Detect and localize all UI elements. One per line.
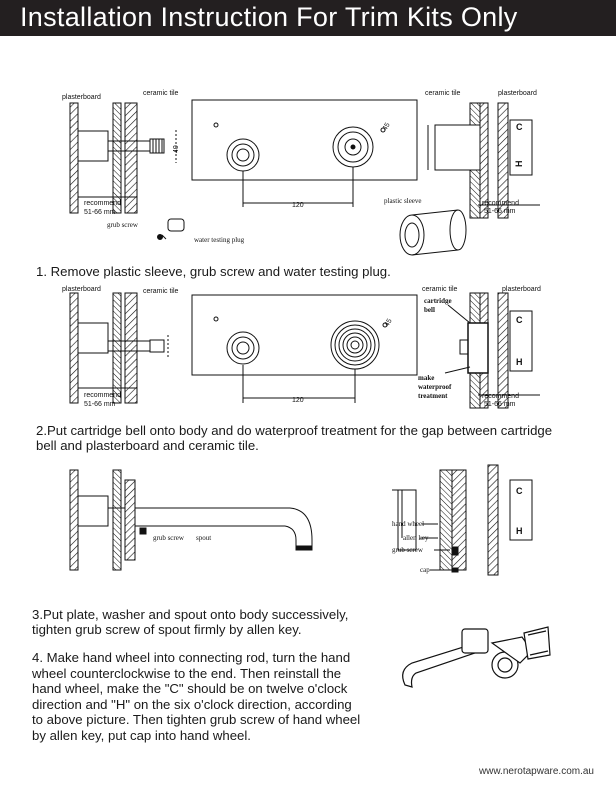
step-4-line: wheel counterclockwise to the end. Then …	[32, 665, 342, 681]
dim-45: 45	[382, 122, 392, 132]
label-c: C	[516, 122, 523, 132]
step-1: 1. Remove plastic sleeve, grub screw and…	[36, 264, 391, 279]
label-recommend-2: recommend	[84, 392, 121, 399]
dim-45-2: 45	[384, 318, 394, 328]
label-ceramic-tile-2: ceramic tile	[143, 288, 179, 295]
label-h: H	[514, 161, 524, 168]
label-c-3: C	[516, 486, 523, 496]
label-waterproof: waterproof	[418, 383, 452, 391]
label-plastic-sleeve: plastic sleeve	[384, 197, 422, 205]
step-4-line: direction and "H" on the six o'clock dir…	[32, 696, 352, 712]
label-range: 51-66 mm	[84, 209, 116, 216]
label-plasterboard: plasterboard	[62, 94, 101, 101]
step-3-line-2: tighten grub screw of spout firmly by al…	[32, 622, 302, 637]
step-4-line: to above picture. Then tighten grub scre…	[32, 712, 361, 727]
label-plasterboard-right-2: plasterboard	[502, 286, 541, 293]
label-make: make	[418, 374, 434, 382]
footer-url[interactable]: www.nerotapware.com.au	[478, 766, 594, 777]
label-ceramic-tile: ceramic tile	[143, 90, 179, 97]
label-water-testing-plug: water testing plug	[194, 236, 245, 244]
label-range-2: 51-66 mm	[84, 401, 116, 408]
figure-2-diagram: plasterboard ceramic tile recommend 51-6…	[62, 286, 541, 409]
label-bell: bell	[424, 306, 435, 314]
step-4-text: 4. Make hand wheel into connecting rod, …	[32, 650, 360, 743]
step-3-line-1: 3.Put plate, washer and spout onto body …	[32, 607, 349, 622]
label-hand-wheel: hand wheel	[392, 520, 424, 528]
label-plasterboard-right: plasterboard	[498, 90, 537, 97]
label-recommend: recommend	[84, 200, 121, 207]
tile-left-b	[124, 102, 138, 214]
label-range-right-2: 51-66 mm	[484, 401, 516, 408]
label-grub-screw-3: grub screw	[153, 534, 185, 542]
dim-120-2: 120	[292, 397, 304, 404]
title-bar: Installation Instruction For Trim Kits O…	[0, 0, 616, 36]
step-2-line-1: 2.Put cartridge bell onto body and do wa…	[36, 423, 553, 438]
step-4-line: 4. Make hand wheel into connecting rod, …	[32, 650, 351, 665]
label-plasterboard-2: plasterboard	[62, 286, 101, 293]
step-4-line: hand wheel, make the "C" should be on tw…	[32, 681, 348, 696]
label-h-3: H	[516, 526, 523, 536]
label-recommend-right: recommend	[482, 200, 519, 207]
label-grub-screw: grub screw	[107, 221, 139, 229]
tile-left-a	[112, 102, 122, 214]
label-cartridge: cartridge	[424, 297, 452, 305]
page-title: Installation Instruction For Trim Kits O…	[20, 2, 518, 32]
step-4-line: by allen key, put cap into hand wheel.	[32, 727, 251, 743]
label-cap: cap	[420, 566, 430, 574]
label-ceramic-tile-right: ceramic tile	[425, 90, 461, 97]
figure-1-diagram: plasterboard ceramic tile recommend 51-6…	[62, 90, 540, 256]
label-c-2: C	[516, 315, 523, 325]
step-2-line-2: bell and plasterboard and ceramic tile.	[36, 438, 259, 453]
label-range-right: 51-66 mm	[484, 208, 516, 215]
plasterboard-left	[69, 102, 79, 214]
label-allen-key: allen key	[403, 534, 429, 542]
label-ceramic-tile-right-2: ceramic tile	[422, 286, 458, 293]
label-h-2: H	[516, 357, 523, 367]
label-grub-screw-right: grub screw	[392, 546, 424, 554]
dim-40: 40	[173, 145, 180, 153]
label-spout: spout	[196, 534, 211, 542]
dim-120: 120	[292, 202, 304, 209]
figure-3-diagram: grub screw spout hand wheel allen key gr…	[69, 464, 533, 576]
faucet-illustration	[402, 626, 551, 688]
label-recommend-right-2: recommend	[482, 393, 519, 400]
label-treatment: treatment	[418, 392, 448, 400]
